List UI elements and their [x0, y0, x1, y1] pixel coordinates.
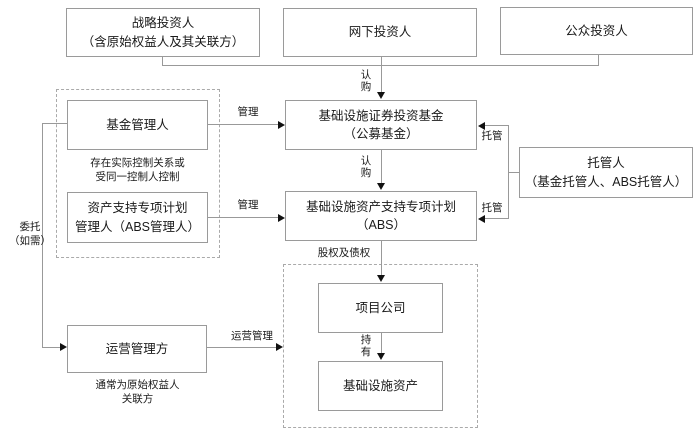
node-label: （含原始权益人及其关联方） [81, 34, 245, 49]
arrow-down-icon [377, 92, 385, 99]
node-public-investor: 公众投资人 [500, 7, 693, 55]
operation-relation-note: 通常为原始权益人 关联方 [60, 378, 215, 406]
note-line: 通常为原始权益人 [95, 379, 180, 391]
connector-line [485, 125, 508, 126]
arrow-down-icon [377, 183, 385, 190]
connector-line [381, 241, 382, 276]
edge-label-manage-fund: 管理 [237, 106, 259, 118]
node-label: 基金管理人 [106, 117, 169, 132]
node-label: 管理人（ABS管理人） [74, 219, 200, 234]
node-label: 基础设施资产支持专项计划 [305, 199, 456, 214]
edge-label-hold: 持有 [360, 334, 372, 359]
node-label: 网下投资人 [348, 25, 412, 40]
node-label: （基金托管人、ABS托管人） [524, 174, 688, 189]
node-project-company: 项目公司 [318, 283, 443, 333]
connector-line [207, 347, 277, 348]
connector-line [42, 123, 67, 124]
connector-line [381, 333, 382, 354]
arrow-left-icon [478, 122, 485, 130]
connector-line [162, 65, 599, 66]
arrow-right-icon [278, 214, 285, 222]
connector-line [162, 57, 163, 66]
connector-line [208, 217, 279, 218]
node-operation-manager: 运营管理方 [67, 325, 207, 373]
edge-label-entrust: 委托 [19, 221, 41, 233]
node-infra-asset: 基础设施资产 [318, 361, 443, 411]
note-line: 关联方 [121, 393, 154, 406]
node-fund-manager: 基金管理人 [67, 100, 208, 150]
node-public-fund: 基础设施证券投资基金 （公募基金） [285, 100, 477, 150]
arrow-down-icon [377, 275, 385, 282]
node-label: 基础设施证券投资基金 [318, 108, 444, 123]
arrow-right-icon [276, 343, 283, 351]
edge-label-custody-fund: 托管 [481, 130, 503, 142]
connector-line [381, 150, 382, 184]
arrow-down-icon [377, 353, 385, 360]
connector-line [508, 172, 519, 173]
manager-group-outline [56, 89, 220, 258]
connector-line [381, 57, 382, 93]
control-relation-note: 存在实际控制关系或 受同一控制人控制 [60, 156, 215, 184]
connector-line [508, 125, 509, 219]
connector-line [598, 55, 599, 66]
node-label: 运营管理方 [105, 341, 169, 356]
edge-label-entrust-condition: （如需） [9, 235, 51, 247]
connector-line [485, 218, 508, 219]
note-line: 存在实际控制关系或 [90, 157, 185, 169]
asset-group-outline [283, 264, 478, 428]
arrow-right-icon [60, 343, 67, 351]
node-label: 资产支持专项计划 [87, 201, 188, 216]
node-label: 战略投资人 [131, 16, 195, 31]
connector-line [42, 347, 60, 348]
node-label: 公众投资人 [565, 23, 628, 38]
node-label: 托管人 [587, 156, 625, 171]
node-label: （ABS） [355, 218, 406, 232]
edge-label-equity-debt: 股权及债权 [317, 247, 371, 259]
node-abs-manager: 资产支持专项计划 管理人（ABS管理人） [67, 192, 208, 243]
edge-label-subscribe-top: 认购 [360, 69, 372, 94]
arrow-left-icon [478, 215, 485, 223]
node-offline-investor: 网下投资人 [283, 8, 477, 57]
edge-label-custody-abs: 托管 [481, 202, 503, 214]
node-label: 项目公司 [355, 300, 406, 315]
arrow-right-icon [278, 121, 285, 129]
edge-label-manage-abs: 管理 [237, 199, 259, 211]
connector-line [42, 123, 43, 348]
note-line: 受同一控制人控制 [95, 171, 180, 184]
edge-label-operation-manage: 运营管理 [231, 330, 273, 342]
node-label: （公募基金） [343, 127, 419, 141]
edge-label-subscribe-mid: 认购 [360, 155, 372, 180]
connector-line [208, 124, 279, 125]
node-strategic-investor: 战略投资人 （含原始权益人及其关联方） [66, 8, 260, 57]
node-custodian: 托管人 （基金托管人、ABS托管人） [519, 147, 693, 198]
node-label: 基础设施资产 [342, 378, 418, 393]
node-abs-plan: 基础设施资产支持专项计划 （ABS） [285, 191, 477, 241]
